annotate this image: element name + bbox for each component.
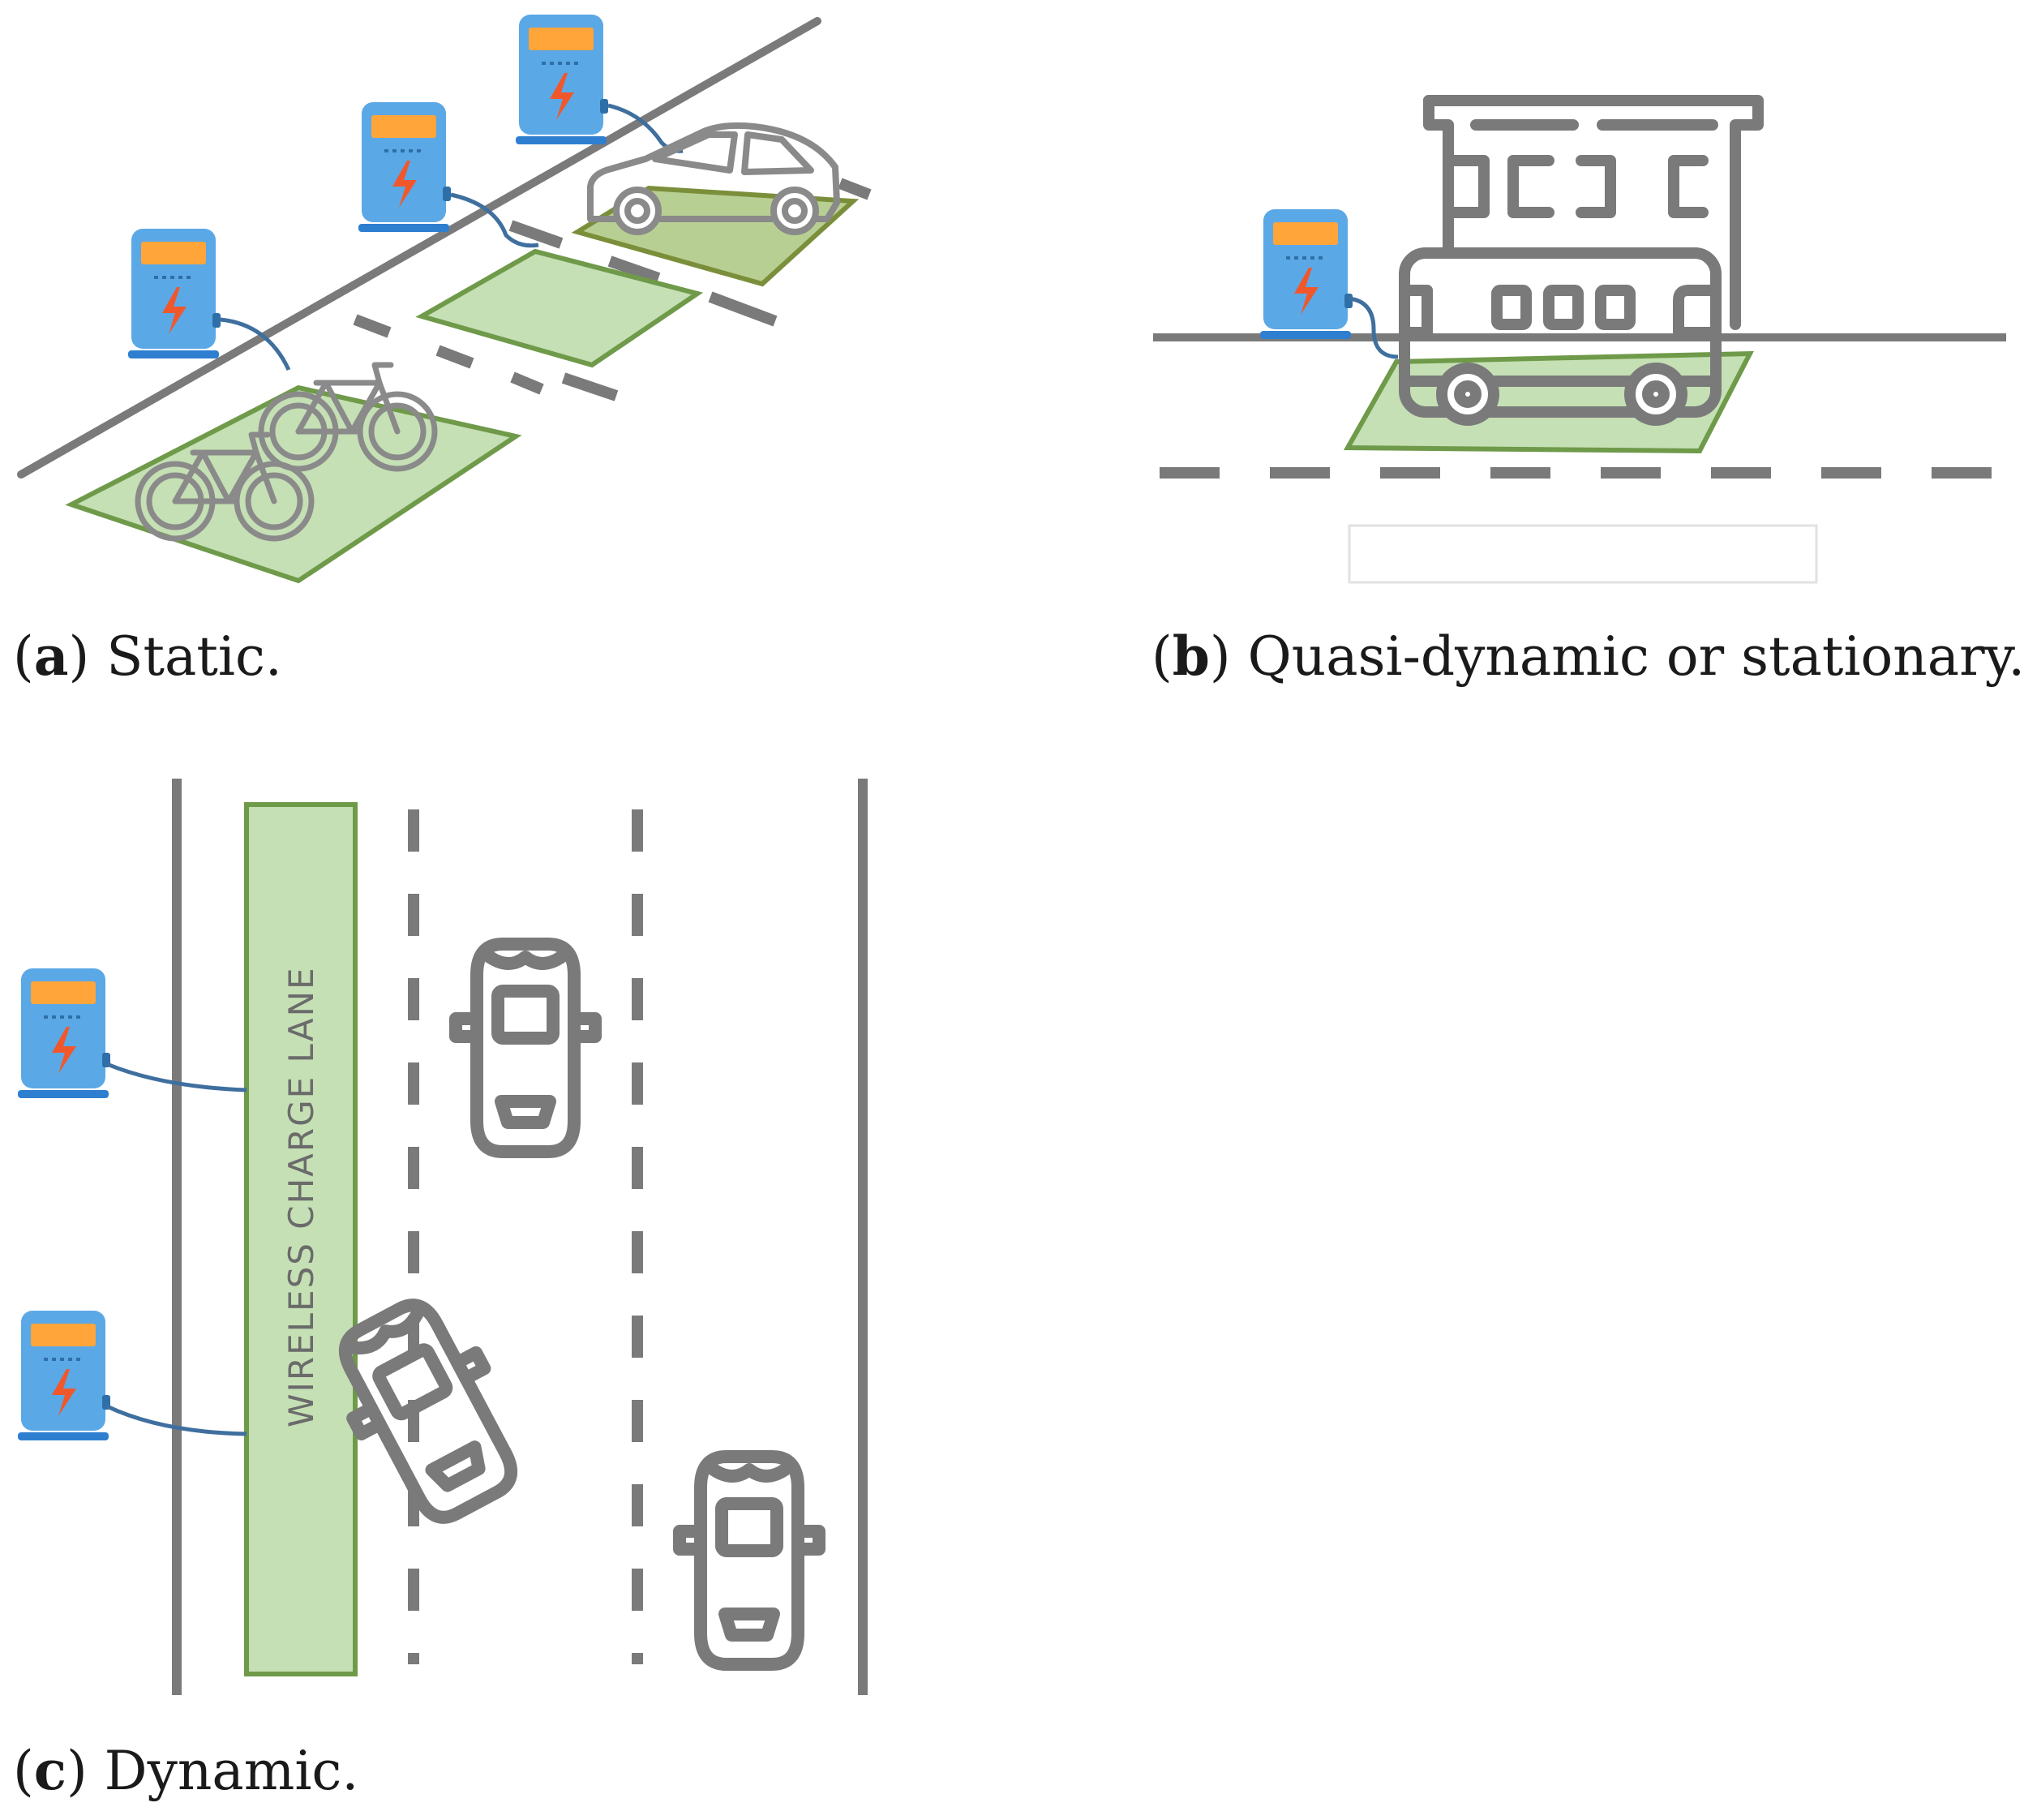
ev-charger-icon: [18, 968, 110, 1098]
caption-a-text: Static.: [106, 625, 282, 688]
caption-c-text: Dynamic.: [104, 1740, 359, 1802]
charger-cables: [105, 1062, 247, 1436]
charger-cable: [1349, 296, 1399, 359]
ev-charger-icon: [1260, 209, 1353, 339]
car-icon: [587, 122, 840, 235]
parking-charging-pad: [415, 248, 704, 368]
ev-charger-icon: [18, 1311, 110, 1440]
car-icon: [680, 1457, 819, 1664]
car-icon: [456, 944, 595, 1152]
ev-charger-icon: [128, 229, 221, 358]
caption-b-letter: b: [1172, 625, 1210, 688]
lane-dashes: [353, 178, 872, 401]
panel-b-quasi-dynamic: [1153, 95, 2006, 584]
caption-c: (c) Dynamic.: [13, 1739, 359, 1802]
caption-c-letter: c: [33, 1739, 66, 1802]
panel-a-static: [17, 15, 872, 584]
wireless-charge-lane: [244, 802, 358, 1676]
panel-c-dynamic: WIRELESS CHARGE LANE: [18, 779, 868, 1695]
placeholder-box: [1348, 524, 1818, 584]
ev-charger-icon: [516, 15, 608, 144]
wireless-charge-lane-label: WIRELESS CHARGE LANE: [281, 966, 321, 1427]
caption-a: (a) Static.: [13, 625, 282, 688]
road-edge-line: [17, 17, 821, 479]
caption-b-text: Quasi-dynamic or stationary.: [1247, 625, 2024, 688]
caption-b: (b) Quasi-dynamic or stationary.: [1151, 625, 2024, 688]
caption-a-letter: a: [33, 625, 69, 688]
ev-charger-icon: [358, 102, 451, 232]
double-decker-bus-icon: [1399, 95, 1764, 426]
